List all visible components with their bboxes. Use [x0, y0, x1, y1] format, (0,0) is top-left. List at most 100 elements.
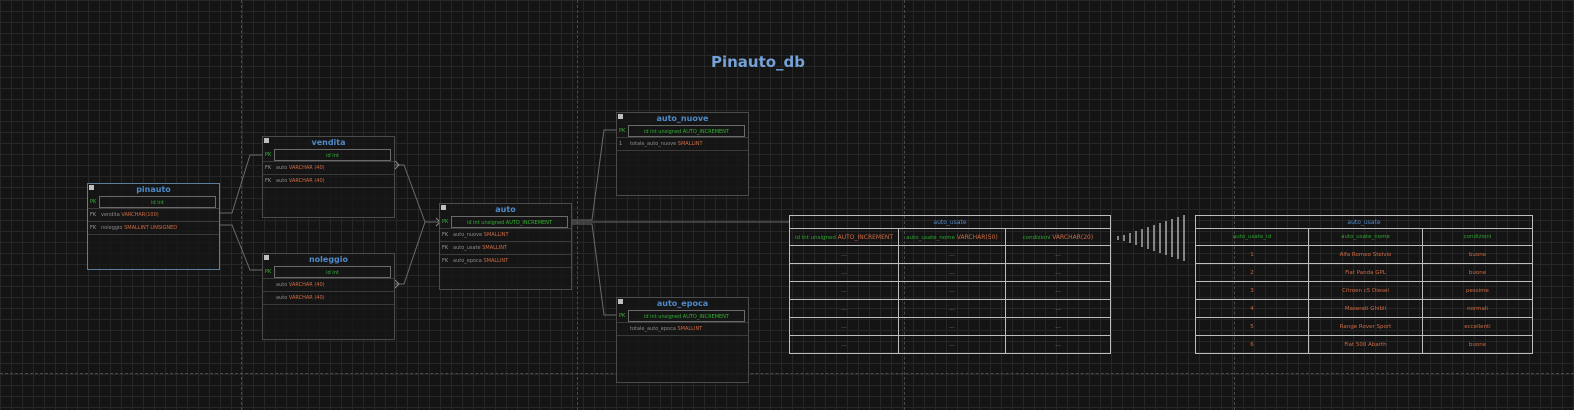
column-type: VARCHAR (40) — [288, 165, 325, 171]
guide-line-v1 — [241, 0, 242, 410]
pk-row[interactable]: PK id int — [88, 196, 219, 209]
fk-badge: FK — [442, 258, 449, 264]
link-vendita-auto — [394, 164, 440, 223]
header-cell: auto_usate_nome VARCHAR(50) — [898, 228, 1006, 246]
column-row[interactable]: FK auto_usate SMALLINT — [440, 242, 571, 255]
column-name: auto — [276, 178, 288, 184]
pk-field: id int unsigned AUTO_INCREMENT — [628, 125, 745, 137]
column-type: SMALLINT — [482, 245, 507, 251]
table-auto-epoca[interactable]: auto_epoca PK id int unsigned AUTO_INCRE… — [616, 297, 749, 383]
link-auto-nuove — [571, 129, 616, 221]
pk-badge: PK — [442, 219, 449, 225]
table-pinauto[interactable]: pinauto PK id int FK vendita VARCHAR(100… — [87, 183, 220, 270]
table-name: auto — [495, 205, 516, 214]
pk-row[interactable]: PK id int — [263, 149, 394, 162]
column-row[interactable]: FK auto_nuove SMALLINT — [440, 229, 571, 242]
header-cell: id int unsigned AUTO_INCREMENT — [789, 228, 899, 246]
column-type: SMALLINT — [483, 232, 509, 238]
fk-badge: FK — [442, 245, 449, 251]
column-type: SMALLINT — [677, 141, 703, 147]
pk-row[interactable]: PK id int — [263, 266, 394, 279]
column-row[interactable]: FK auto_epoca SMALLINT — [440, 255, 571, 268]
column-name: auto_epoca — [453, 258, 482, 264]
column-name: auto_nuove — [453, 232, 483, 238]
collapse-icon[interactable] — [264, 255, 269, 260]
table-name: pinauto — [136, 185, 171, 194]
column-type: VARCHAR (40) — [288, 178, 325, 184]
collapse-icon[interactable] — [89, 185, 94, 190]
header-cell: auto_usate_nome — [1308, 228, 1423, 246]
expand-arrow-icon — [1117, 215, 1185, 261]
table-row: ......... — [789, 299, 1111, 318]
pk-row[interactable]: PK id int unsigned AUTO_INCREMENT — [440, 216, 571, 229]
auto-usate-schema-table[interactable]: auto_usate id int unsigned AUTO_INCREMEN… — [789, 215, 1111, 354]
fk-badge: FK — [90, 225, 97, 231]
table-name: noleggio — [308, 255, 349, 264]
row-badge: 1 — [619, 141, 623, 147]
pk-badge: PK — [265, 152, 272, 158]
collapse-icon[interactable] — [264, 138, 269, 143]
auto-usate-data-table[interactable]: auto_usate auto_usate_id auto_usate_nome… — [1195, 215, 1533, 354]
header-cell: condizioni — [1422, 228, 1533, 246]
column-name: totale_auto_nuove — [630, 141, 677, 147]
guide-line-v4 — [1234, 0, 1235, 410]
column-name: auto — [276, 282, 288, 288]
fk-badge: FK — [90, 212, 97, 218]
fk-badge: FK — [265, 178, 272, 184]
guide-line-v2 — [577, 0, 578, 410]
table-auto-nuove[interactable]: auto_nuove PK id int unsigned AUTO_INCRE… — [616, 112, 749, 196]
table-row: ......... — [789, 263, 1111, 282]
column-row[interactable]: FK auto VARCHAR (40) — [263, 175, 394, 188]
link-pinauto-noleggio — [218, 224, 262, 271]
column-name: auto_usate — [453, 245, 481, 251]
column-row[interactable]: 1 totale_auto_nuove SMALLINT — [617, 138, 748, 151]
table-row: ......... — [789, 281, 1111, 300]
table-name: auto_epoca — [656, 299, 709, 308]
pk-field: id int — [274, 266, 391, 278]
column-name: vendita — [101, 212, 120, 218]
column-type: SMALLINT — [677, 326, 703, 332]
table-caption: auto_usate — [1195, 215, 1533, 229]
pk-field: id int unsigned AUTO_INCREMENT — [451, 216, 568, 228]
header-cell: auto_usate_id — [1195, 228, 1309, 246]
column-row[interactable]: FK auto VARCHAR (40) — [263, 162, 394, 175]
column-type: SMALLINT — [483, 258, 509, 264]
column-row[interactable]: FK vendita VARCHAR(100) — [88, 209, 219, 222]
table-name: vendita — [311, 138, 346, 147]
column-name: auto — [276, 165, 288, 171]
column-name: noleggio — [101, 225, 123, 231]
pk-row[interactable]: PK id int unsigned AUTO_INCREMENT — [617, 125, 748, 138]
pk-badge: PK — [265, 269, 272, 275]
pk-field: id int — [274, 149, 391, 161]
guide-line-v3 — [904, 0, 905, 410]
link-pinauto-vendita — [218, 154, 262, 214]
column-type: VARCHAR (40) — [288, 282, 325, 288]
fk-badge: FK — [265, 165, 272, 171]
collapse-icon[interactable] — [618, 114, 623, 119]
link-auto-epoca — [571, 223, 616, 316]
column-row[interactable]: FK noleggio SMALLINT UNSIGNED — [88, 222, 219, 235]
column-row[interactable]: auto VARCHAR (40) — [263, 279, 394, 292]
table-caption: auto_usate — [789, 215, 1111, 229]
column-name: auto — [276, 295, 288, 301]
column-type: VARCHAR(100) — [121, 212, 159, 218]
collapse-icon[interactable] — [441, 205, 446, 210]
pk-badge: PK — [619, 313, 626, 319]
table-vendita[interactable]: vendita PK id int FK auto VARCHAR (40) F… — [262, 136, 395, 218]
table-auto[interactable]: auto PK id int unsigned AUTO_INCREMENT F… — [439, 203, 572, 290]
table-noleggio[interactable]: noleggio PK id int auto VARCHAR (40) aut… — [262, 253, 395, 340]
pk-row[interactable]: PK id int unsigned AUTO_INCREMENT — [617, 310, 748, 323]
guide-line-h1 — [0, 373, 1574, 374]
column-row[interactable]: totale_auto_epoca SMALLINT — [617, 323, 748, 336]
collapse-icon[interactable] — [618, 299, 623, 304]
pk-badge: PK — [619, 128, 626, 134]
table-row: ......... — [789, 245, 1111, 264]
column-row[interactable]: auto VARCHAR (40) — [263, 292, 394, 305]
